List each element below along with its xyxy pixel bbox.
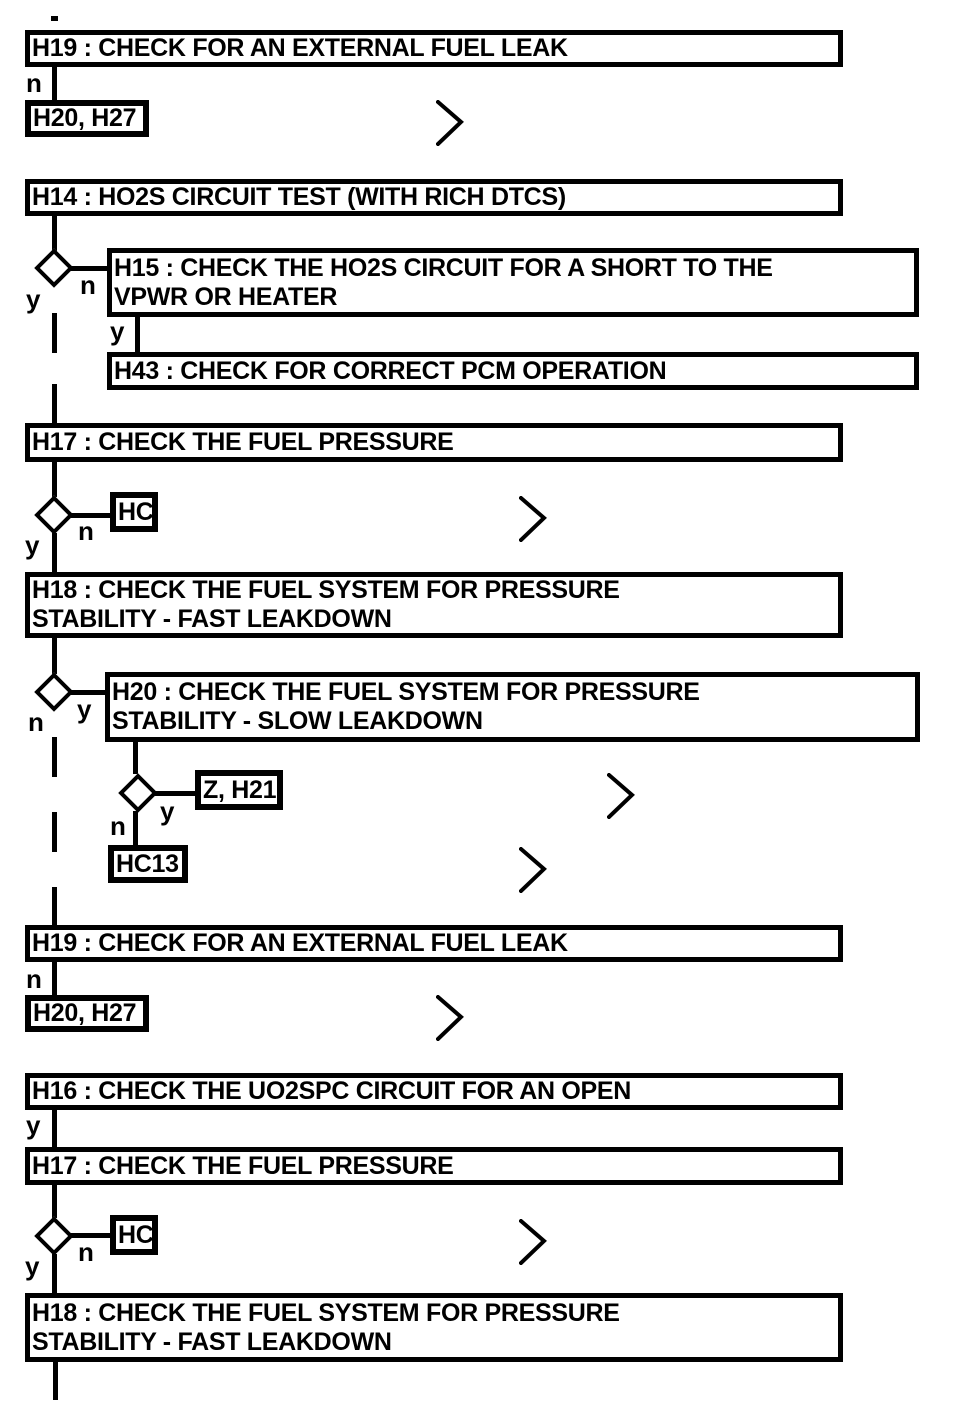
connector-line (52, 1110, 57, 1147)
result-box-z-h21: Z, H21 (195, 770, 283, 810)
flow-continue-arrow-icon (607, 773, 635, 819)
result-box-hc-top: HC (110, 492, 158, 532)
connector-line (52, 533, 57, 573)
connector-line (71, 690, 105, 695)
connector-line (52, 66, 57, 100)
connector-line (52, 462, 57, 497)
step-box-h19-bottom: H19 : CHECK FOR AN EXTERNAL FUEL LEAK (25, 925, 843, 962)
step-box-h19-top-label: H19 : CHECK FOR AN EXTERNAL FUEL LEAK (32, 34, 568, 62)
decision-diamond-icon (34, 672, 74, 712)
connector-line (71, 266, 107, 271)
decision-diamond-icon (34, 248, 74, 288)
branch-label-yes: y (26, 1110, 41, 1140)
step-box-h19-top: H19 : CHECK FOR AN EXTERNAL FUEL LEAK (25, 30, 843, 67)
step-box-h18-bottom-label-line1: H18 : CHECK THE FUEL SYSTEM FOR PRESSURE (32, 1298, 620, 1327)
connector-line-dashed (52, 737, 57, 925)
stray-dash-mark (51, 16, 58, 21)
branch-label-no: n (80, 270, 96, 300)
flow-continue-arrow-icon (519, 496, 547, 542)
result-box-h20-h27-bottom: H20, H27 (25, 995, 149, 1032)
step-box-h14-label: H14 : HO2S CIRCUIT TEST (WITH RICH DTCS) (32, 183, 566, 211)
connector-line (71, 1233, 110, 1238)
step-box-h18-top-label-line2: STABILITY - FAST LEAKDOWN (32, 605, 392, 633)
result-box-z-h21-label: Z, H21 (203, 775, 277, 804)
result-box-hc13: HC13 (108, 845, 188, 883)
step-box-h18-top-label-line1: H18 : CHECK THE FUEL SYSTEM FOR PRESSURE (32, 576, 620, 604)
step-box-h17-bottom: H17 : CHECK THE FUEL PRESSURE (25, 1147, 843, 1185)
step-box-h16: H16 : CHECK THE UO2SPC CIRCUIT FOR AN OP… (25, 1073, 843, 1110)
result-box-h20-h27-top-label: H20, H27 (33, 104, 137, 132)
connector-line (52, 962, 57, 995)
decision-diamond-icon (118, 773, 158, 813)
result-box-hc-top-label: HC (118, 497, 154, 526)
step-box-h17-bottom-label: H17 : CHECK THE FUEL PRESSURE (32, 1151, 454, 1180)
connector-line (133, 811, 138, 847)
branch-label-no: n (78, 1237, 94, 1267)
step-box-h43: H43 : CHECK FOR CORRECT PCM OPERATION (107, 352, 919, 390)
branch-label-no: n (78, 516, 94, 546)
connector-line (52, 216, 57, 252)
connector-line (135, 316, 140, 353)
result-box-h20-h27-top: H20, H27 (25, 100, 149, 137)
connector-line (53, 1362, 58, 1400)
branch-label-yes: y (110, 316, 125, 346)
flow-continue-arrow-icon (519, 1219, 547, 1265)
result-box-hc13-label: HC13 (116, 849, 179, 878)
result-box-hc-bottom: HC (110, 1215, 158, 1255)
step-box-h17-top: H17 : CHECK THE FUEL PRESSURE (25, 423, 843, 462)
step-box-h15-label-line2: VPWR OR HEATER (114, 282, 338, 311)
branch-label-no: n (26, 68, 42, 98)
result-box-hc-bottom-label: HC (118, 1220, 154, 1249)
branch-label-no: n (110, 811, 126, 841)
step-box-h18-bottom-label-line2: STABILITY - FAST LEAKDOWN (32, 1327, 392, 1356)
step-box-h43-label: H43 : CHECK FOR CORRECT PCM OPERATION (114, 356, 667, 385)
connector-line (71, 513, 110, 518)
branch-label-yes: y (25, 1251, 40, 1281)
flow-continue-arrow-icon (436, 995, 464, 1041)
step-box-h20: H20 : CHECK THE FUEL SYSTEM FOR PRESSURE… (105, 672, 920, 742)
step-box-h17-top-label: H17 : CHECK THE FUEL PRESSURE (32, 428, 454, 456)
step-box-h15-label-line1: H15 : CHECK THE HO2S CIRCUIT FOR A SHORT… (114, 253, 773, 282)
branch-label-yes: y (25, 530, 40, 560)
step-box-h20-label-line1: H20 : CHECK THE FUEL SYSTEM FOR PRESSURE (112, 678, 700, 706)
step-box-h20-label-line2: STABILITY - SLOW LEAKDOWN (112, 707, 483, 735)
step-box-h16-label: H16 : CHECK THE UO2SPC CIRCUIT FOR AN OP… (32, 1077, 632, 1105)
step-box-h15: H15 : CHECK THE HO2S CIRCUIT FOR A SHORT… (107, 248, 919, 317)
connector-line (133, 740, 138, 774)
decision-diamond-icon (34, 495, 74, 535)
branch-label-no: n (28, 707, 44, 737)
connector-line (52, 638, 57, 674)
flow-continue-arrow-icon (519, 847, 547, 893)
connector-line-dashed (52, 313, 57, 423)
branch-label-yes: y (77, 694, 92, 724)
connector-line (52, 1254, 57, 1293)
step-box-h19-bottom-label: H19 : CHECK FOR AN EXTERNAL FUEL LEAK (32, 929, 568, 957)
decision-diamond-icon (34, 1216, 74, 1256)
step-box-h18-top: H18 : CHECK THE FUEL SYSTEM FOR PRESSURE… (25, 572, 843, 638)
flow-continue-arrow-icon (436, 100, 464, 146)
connector-line (155, 791, 195, 796)
step-box-h18-bottom: H18 : CHECK THE FUEL SYSTEM FOR PRESSURE… (25, 1293, 843, 1362)
connector-line (52, 1185, 57, 1218)
result-box-h20-h27-bottom-label: H20, H27 (33, 999, 137, 1027)
branch-label-yes: y (160, 796, 175, 826)
branch-label-no: n (26, 964, 42, 994)
step-box-h14: H14 : HO2S CIRCUIT TEST (WITH RICH DTCS) (25, 179, 843, 216)
branch-label-yes: y (26, 284, 41, 314)
